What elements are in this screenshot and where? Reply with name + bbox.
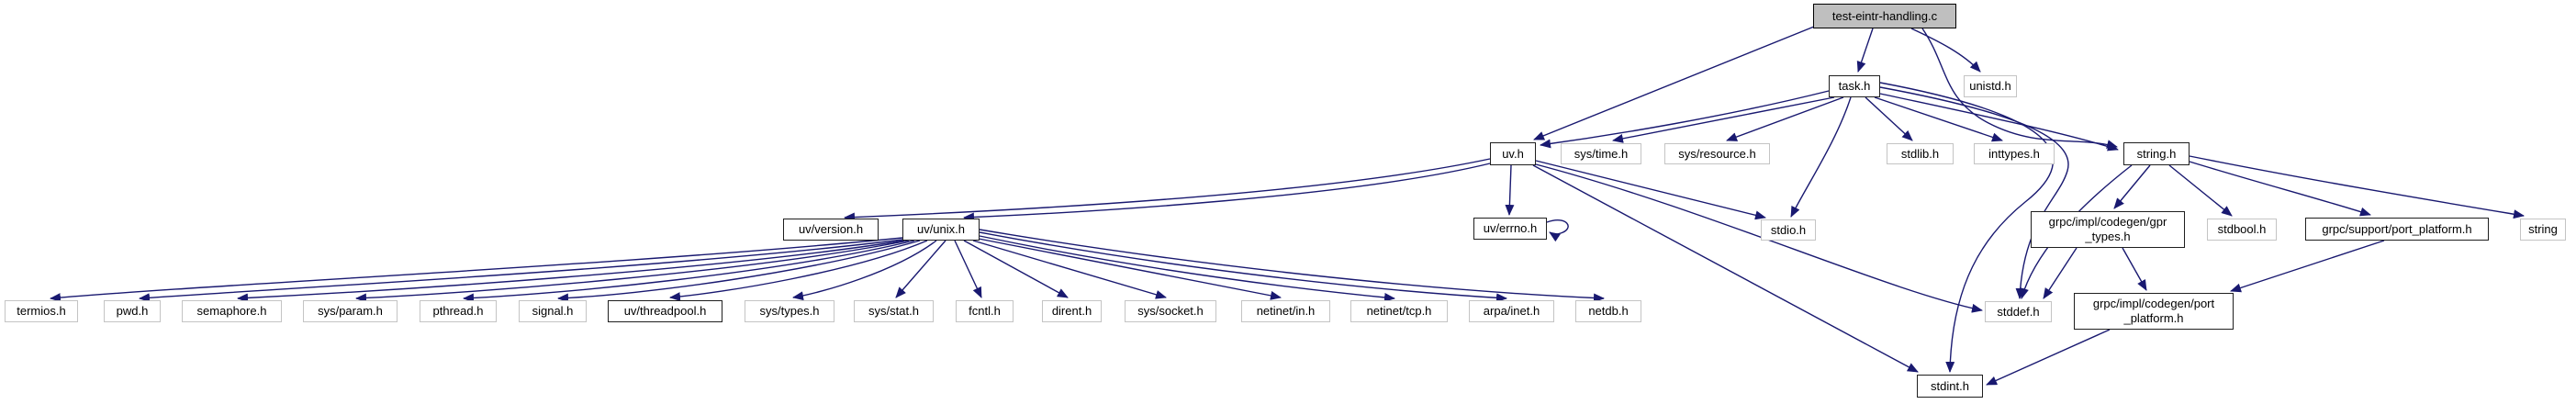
- edge-test-eintr-handling-c-uv-h: [1533, 26, 1815, 140]
- edge-uv-unix-h-sys-socket-h: [972, 240, 1167, 299]
- edge-uv-unix-h-pthread-h: [463, 240, 915, 303]
- node-pthread-h: pthread.h: [420, 300, 497, 322]
- edge-string-h-string: [2189, 155, 2525, 219]
- node-stddef-h: stddef.h: [1985, 301, 2052, 322]
- edge-test-eintr-handling-c-task-h: [1856, 28, 1874, 73]
- edge-uv-unix-h-termios-h: [50, 237, 903, 303]
- node-codegen-port-platform-h[interactable]: grpc/impl/codegen/port _platform.h: [2074, 293, 2234, 330]
- node-string: string: [2520, 219, 2566, 241]
- node-uv-errno-h[interactable]: uv/errno.h: [1473, 218, 1547, 240]
- edge-uv-unix-h-sys-param-h: [355, 240, 910, 303]
- edge-task-h-uv-h: [1540, 90, 1830, 149]
- node-semaphore-h: semaphore.h: [182, 300, 282, 322]
- node-sys-types-h: sys/types.h: [745, 300, 834, 322]
- edge-task-h-stddef-h: [1879, 86, 2069, 299]
- node-support-port-platform-h[interactable]: grpc/support/port_platform.h: [2305, 218, 2489, 241]
- edge-uv-unix-h-signal-h: [557, 240, 921, 303]
- edge-test-eintr-handling-c-unistd-h: [1910, 28, 1981, 73]
- node-uv-threadpool-h[interactable]: uv/threadpool.h: [608, 300, 722, 322]
- node-uv-unix-h[interactable]: uv/unix.h: [902, 219, 980, 241]
- node-sys-resource-h: sys/resource.h: [1664, 143, 1770, 164]
- node-gpr-types-h[interactable]: grpc/impl/codegen/gpr _types.h: [2031, 211, 2185, 248]
- edge-test-eintr-handling-c-string-h: [1921, 28, 2118, 149]
- node-signal-h: signal.h: [519, 300, 587, 322]
- edge-task-h-string-h: [1879, 93, 2119, 152]
- edge-task-h-stdlib-h: [1865, 96, 1913, 141]
- edge-string-h-stdbool-h: [2168, 164, 2233, 217]
- edge-uv-unix-h-uv-threadpool-h: [669, 240, 928, 302]
- node-stdlib-h: stdlib.h: [1887, 143, 1954, 164]
- node-uv-version-h[interactable]: uv/version.h: [783, 219, 879, 241]
- node-pwd-h: pwd.h: [104, 300, 161, 322]
- edge-uv-unix-h-netinet-in-h: [978, 238, 1282, 300]
- edge-uv-h-uv-version-h: [844, 158, 1491, 222]
- edge-uv-unix-h-semaphore-h: [237, 240, 905, 303]
- node-inttypes-h: inttypes.h: [1974, 143, 2055, 164]
- edge-uv-unix-h-fcntl-h: [954, 240, 982, 298]
- node-stdio-h: stdio.h: [1761, 219, 1816, 241]
- edge-uv-h-stdio-h: [1535, 160, 1766, 220]
- edge-string-h-support-port-platform-h: [2189, 161, 2371, 217]
- edge-uv-h-uv-unix-h: [963, 163, 1491, 222]
- edge-uv-unix-h-netinet-tcp-h: [979, 235, 1395, 302]
- edge-task-h-stdint-h: [1879, 82, 2054, 373]
- edge-uv-unix-h-dirent-h: [963, 240, 1069, 298]
- edge-uv-unix-h-pwd-h: [139, 239, 903, 303]
- node-dirent-h: dirent.h: [1042, 300, 1102, 322]
- node-task-h[interactable]: task.h: [1829, 75, 1880, 97]
- node-arpa-inet-h: arpa/inet.h: [1469, 300, 1554, 322]
- node-sys-param-h: sys/param.h: [303, 300, 398, 322]
- node-string-h[interactable]: string.h: [2123, 142, 2190, 165]
- node-netinet-tcp-h: netinet/tcp.h: [1350, 300, 1448, 322]
- node-uv-h[interactable]: uv.h: [1490, 142, 1536, 165]
- edge-string-h-gpr-types-h: [2113, 164, 2151, 209]
- edge-uv-errno-h-self: [1546, 219, 1569, 242]
- edge-task-h-sys-resource-h: [1726, 96, 1844, 141]
- edge-uv-unix-h-arpa-inet-h: [979, 231, 1507, 303]
- edge-uv-unix-h-netdb-h: [979, 229, 1605, 303]
- edge-codegen-port-platform-h-stdint-h: [1986, 329, 2111, 386]
- edge-uv-unix-h-sys-stat-h: [895, 240, 946, 298]
- node-fcntl-h: fcntl.h: [956, 300, 1014, 322]
- edge-support-port-platform-h-codegen-port-platform-h: [2230, 240, 2385, 293]
- node-termios-h: termios.h: [5, 300, 78, 322]
- edge-gpr-types-h-codegen-port-platform-h: [2122, 247, 2147, 291]
- edge-task-h-stdio-h: [1790, 96, 1852, 218]
- node-netinet-in-h: netinet/in.h: [1241, 300, 1330, 322]
- edge-task-h-inttypes-h: [1874, 96, 2003, 142]
- edge-uv-h-uv-errno-h: [1505, 164, 1515, 216]
- node-sys-time-h: sys/time.h: [1561, 143, 1641, 164]
- edge-task-h-sys-time-h: [1612, 96, 1835, 143]
- edge-uv-h-stdint-h: [1532, 164, 1919, 373]
- node-sys-socket-h: sys/socket.h: [1125, 300, 1216, 322]
- node-test-eintr-handling-c[interactable]: test-eintr-handling.c: [1813, 4, 1956, 28]
- node-stdbool-h: stdbool.h: [2207, 219, 2277, 241]
- node-netdb-h: netdb.h: [1575, 300, 1641, 322]
- node-unistd-h: unistd.h: [1964, 75, 2017, 97]
- edge-gpr-types-h-stddef-h: [2043, 247, 2078, 299]
- edge-uv-h-stddef-h: [1535, 163, 1983, 313]
- node-stdint-h[interactable]: stdint.h: [1917, 375, 1983, 398]
- edge-uv-unix-h-sys-types-h: [792, 240, 937, 301]
- node-sys-stat-h: sys/stat.h: [854, 300, 934, 322]
